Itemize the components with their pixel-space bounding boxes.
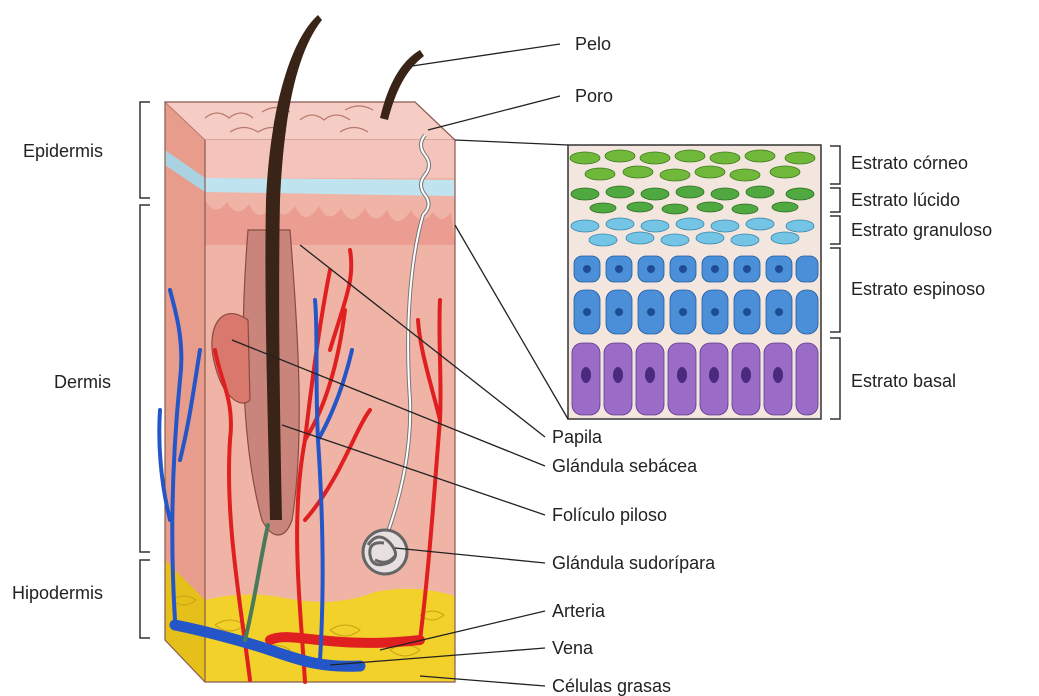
label-celulas-grasas: Células grasas [552, 676, 671, 696]
label-dermis: Dermis [54, 372, 111, 392]
label-epidermis: Epidermis [23, 141, 103, 161]
label-estrato-espinoso: Estrato espinoso [851, 279, 985, 299]
layer-braces [140, 102, 150, 638]
label-estrato-granuloso: Estrato granuloso [851, 220, 992, 240]
label-poro: Poro [575, 86, 613, 106]
label-vena: Vena [552, 638, 594, 658]
skin-surface [165, 102, 455, 140]
label-estrato-lucido: Estrato lúcido [851, 190, 960, 210]
label-estrato-corneo: Estrato córneo [851, 153, 968, 173]
label-foliculo-piloso: Folículo piloso [552, 505, 667, 525]
inset-projection-top [455, 140, 568, 145]
label-glandula-sebacea: Glándula sebácea [552, 456, 698, 476]
sweat-gland [363, 530, 407, 574]
label-pelo: Pelo [575, 34, 611, 54]
strata-inset [455, 140, 821, 419]
label-papila: Papila [552, 427, 603, 447]
label-arteria: Arteria [552, 601, 606, 621]
strata-braces [830, 146, 840, 419]
skin-block [159, 15, 455, 682]
epidermis-front [205, 140, 455, 178]
label-estrato-basal: Estrato basal [851, 371, 956, 391]
label-glandula-sudoripara: Glándula sudorípara [552, 553, 716, 573]
inset-projection-bottom [455, 225, 568, 419]
label-hipodermis: Hipodermis [12, 583, 103, 603]
